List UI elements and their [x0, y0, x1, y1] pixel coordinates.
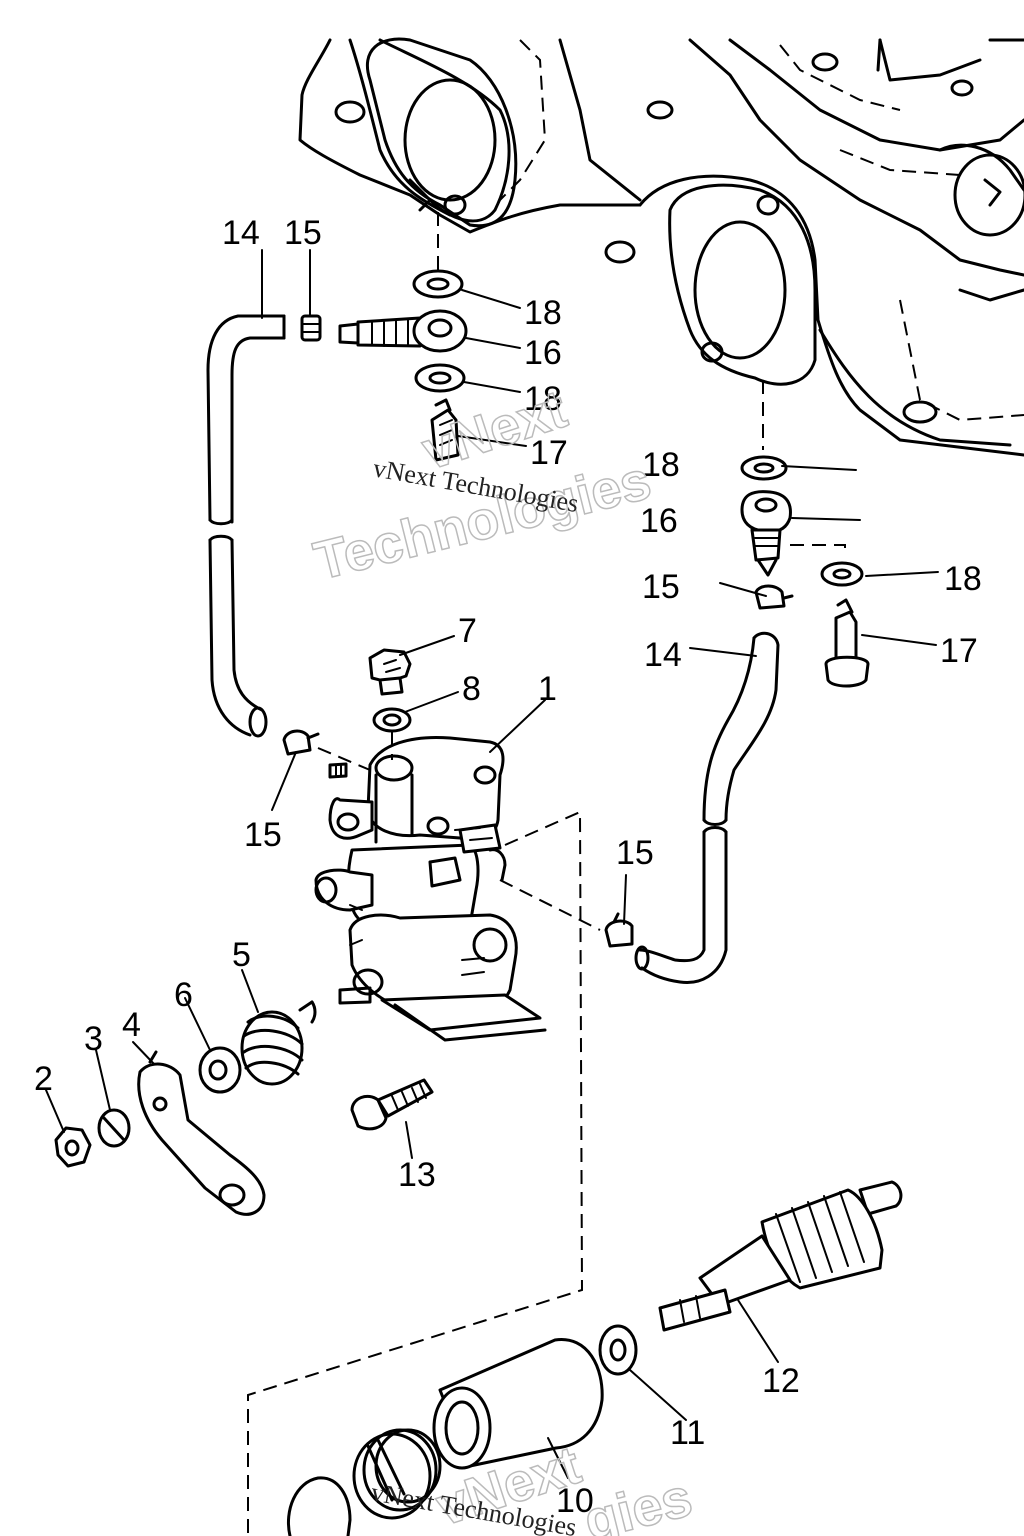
callout-15-right-top: 15 [642, 568, 680, 606]
lower-flange [668, 183, 817, 386]
clamp-15-upper [300, 314, 322, 342]
callout-4: 4 [122, 1006, 141, 1044]
banjo-fitting-16-upper [338, 309, 468, 353]
callout-10: 10 [556, 1482, 594, 1520]
washer-18-upper-a [412, 269, 464, 299]
sleeve-10 [432, 1338, 604, 1470]
bolt-17-upper [430, 398, 460, 462]
gear-shaft-12 [658, 1180, 903, 1332]
callout-7: 7 [458, 612, 477, 650]
callout-18-right-b: 18 [944, 560, 982, 598]
bolt-17-right [824, 598, 870, 688]
callout-5: 5 [232, 936, 251, 974]
nut-2 [54, 1126, 92, 1168]
callout-labels: 14 15 18 16 18 17 18 16 18 15 17 14 7 8 … [34, 214, 982, 1520]
watermark-bottom: vNext gies vNext Technologies [369, 1434, 699, 1536]
callout-15-top: 15 [284, 214, 322, 252]
callout-14-right: 14 [644, 636, 682, 674]
watermark-word-bottom: gies [578, 1467, 697, 1536]
callout-leaders [45, 249, 939, 1479]
spring-9 [352, 1428, 442, 1520]
washer-18-right-b [820, 561, 864, 587]
callout-18-upper-b: 18 [524, 380, 562, 418]
washer-8 [372, 707, 412, 733]
washer-18-right-a [740, 455, 788, 481]
watermark-top: vNext Technologies vNext Technologies [308, 378, 658, 592]
callout-14-left: 14 [222, 214, 260, 252]
callout-2: 2 [34, 1060, 53, 1098]
banjo-fitting-16-right [740, 490, 792, 577]
callout-8: 8 [462, 670, 481, 708]
hose-14-left [206, 314, 286, 738]
clamp-15-left-lower [282, 729, 320, 756]
lever-4 [137, 1050, 266, 1216]
engine-housing [298, 38, 1024, 457]
callout-17-upper: 17 [530, 434, 568, 472]
clamp-15-right-lower [604, 912, 634, 948]
snap-ring [287, 1476, 352, 1536]
callout-15-left-lower: 15 [244, 816, 282, 854]
upper-flange [334, 37, 518, 228]
callout-18-right-a: 18 [642, 446, 680, 484]
spring-5 [240, 1000, 317, 1086]
washer-18-upper-b [414, 363, 466, 393]
callout-1: 1 [538, 670, 557, 708]
callout-6: 6 [174, 976, 193, 1014]
bolt-7 [368, 648, 412, 696]
callout-18-upper-a: 18 [524, 294, 562, 332]
pump-body-1 [314, 735, 547, 1042]
washer-6 [198, 1046, 242, 1094]
callout-16-upper: 16 [524, 334, 562, 372]
callout-16-right: 16 [640, 502, 678, 540]
bolt-13 [350, 1078, 434, 1131]
callout-15-right-lower: 15 [616, 834, 654, 872]
washer-11 [598, 1324, 638, 1376]
callout-12: 12 [762, 1362, 800, 1400]
hose-14-right [634, 631, 780, 985]
washer-3 [97, 1108, 131, 1148]
callout-11: 11 [670, 1414, 705, 1452]
callout-3: 3 [84, 1020, 103, 1058]
callout-13: 13 [398, 1156, 436, 1194]
clamp-15-right-top [754, 584, 794, 610]
callout-17-right: 17 [940, 632, 978, 670]
